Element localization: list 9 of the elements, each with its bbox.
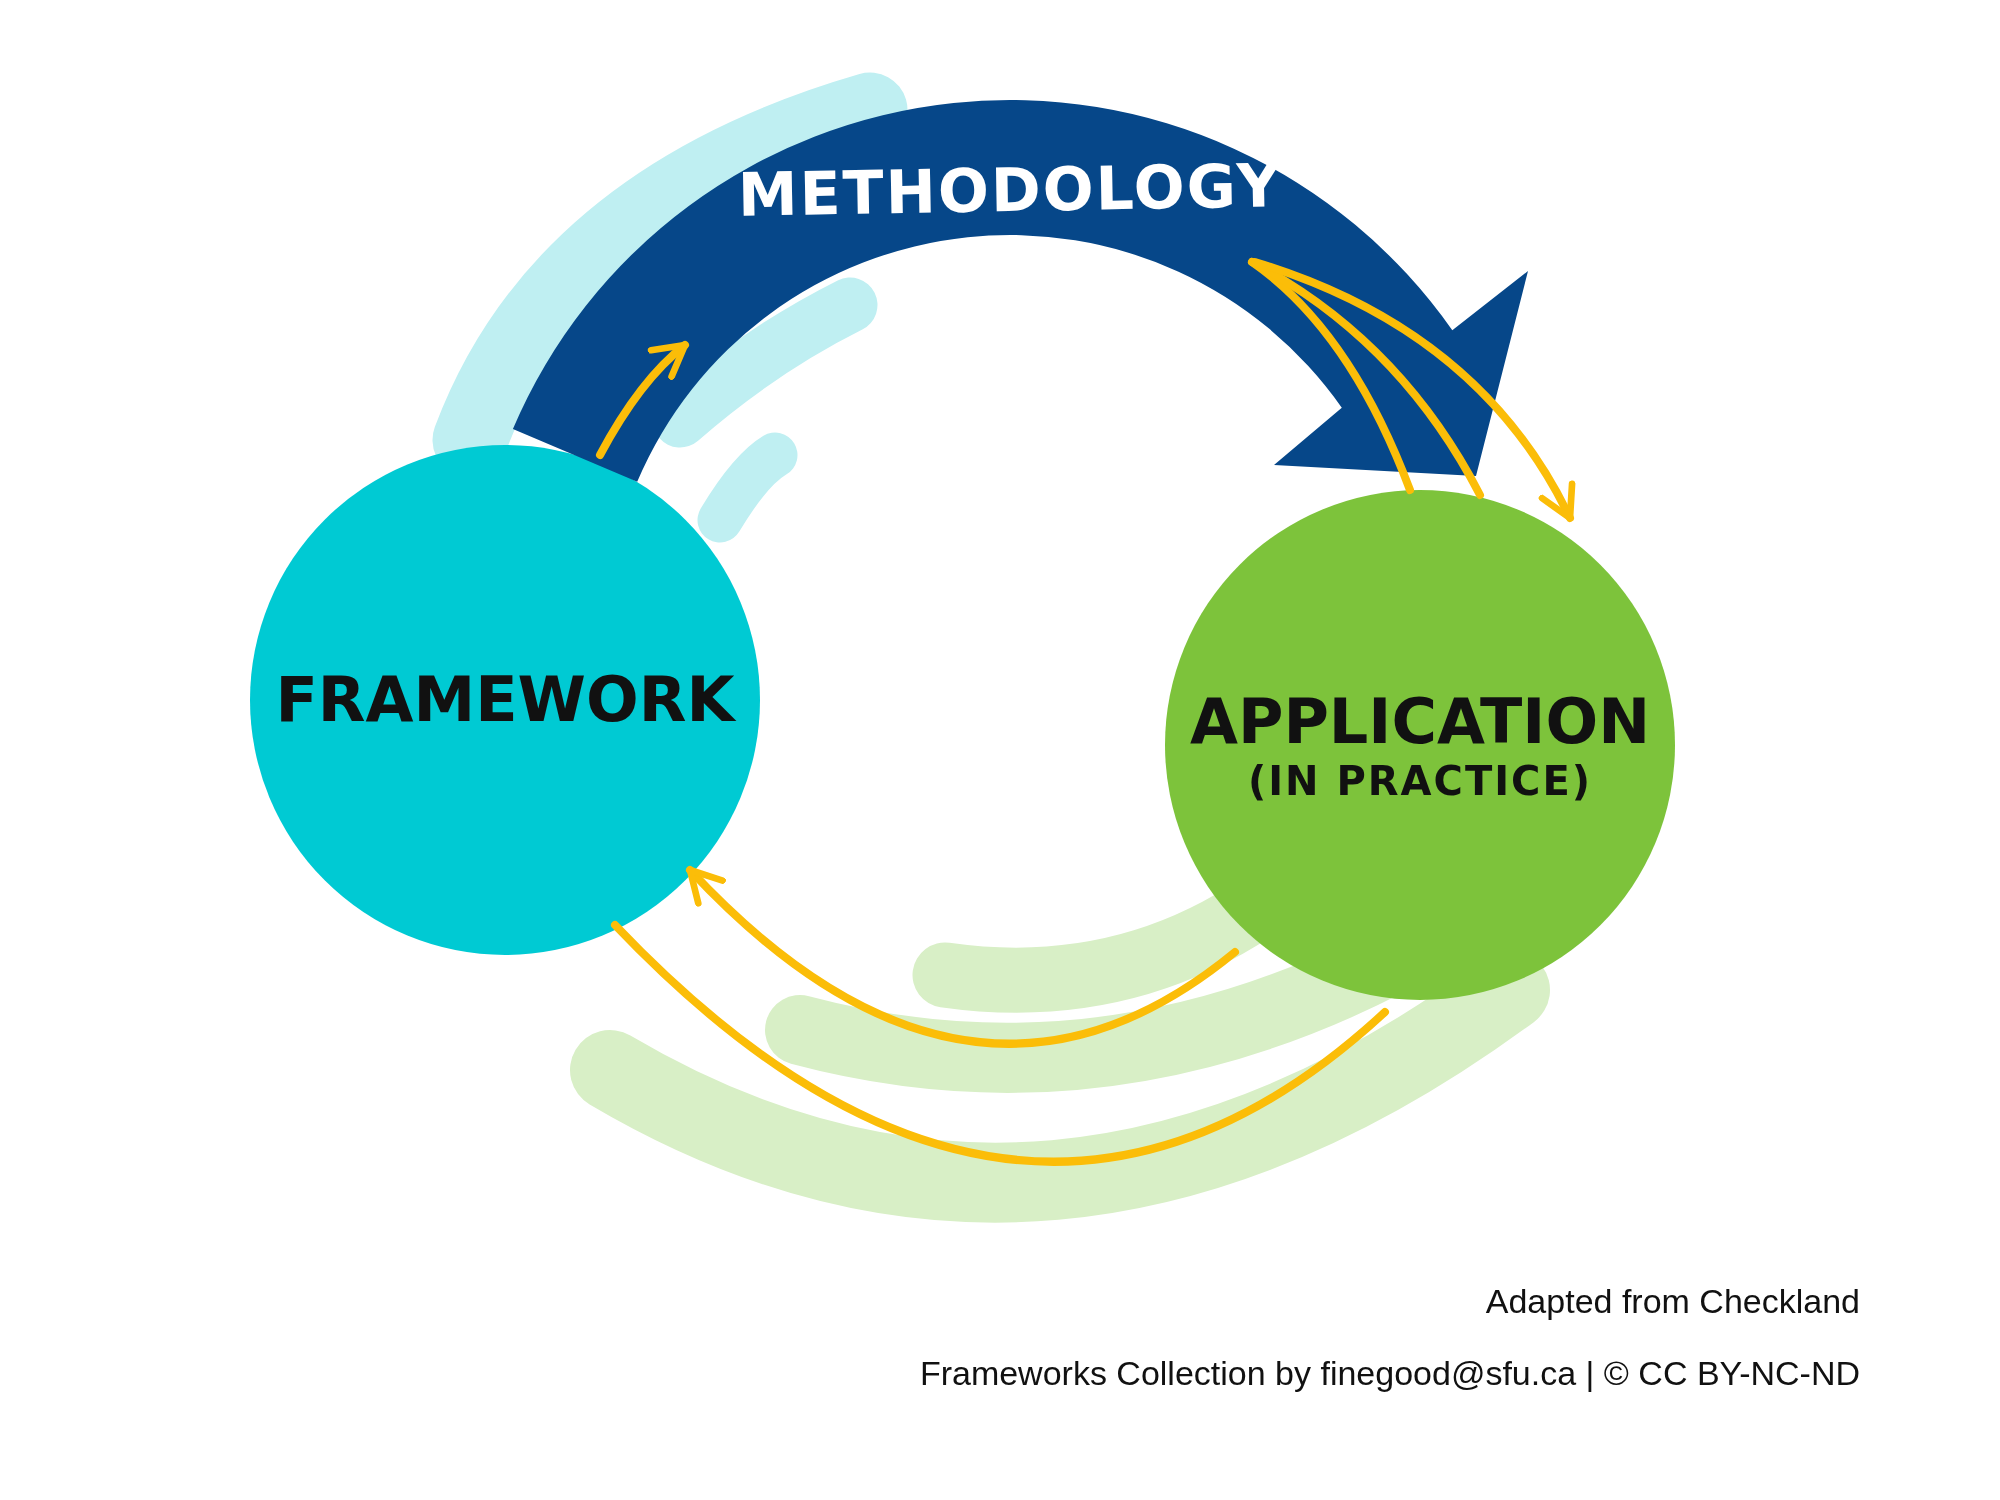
credit-note: Adapted from Checkland [1485,1282,1860,1321]
circle-title: APPLICATION [1189,686,1651,758]
circle-subtitle: (IN PRACTICE) [1247,757,1593,804]
arrow [596,341,689,459]
band-label: METHODOLOGY [737,155,1283,225]
credit-note: Frameworks Collection by finegood@sfu.ca | © CC BY-NC-ND [919,1354,1860,1393]
arrow [686,866,1239,1048]
circle-title: FRAMEWORK [275,664,735,736]
arrow [1251,258,1575,522]
